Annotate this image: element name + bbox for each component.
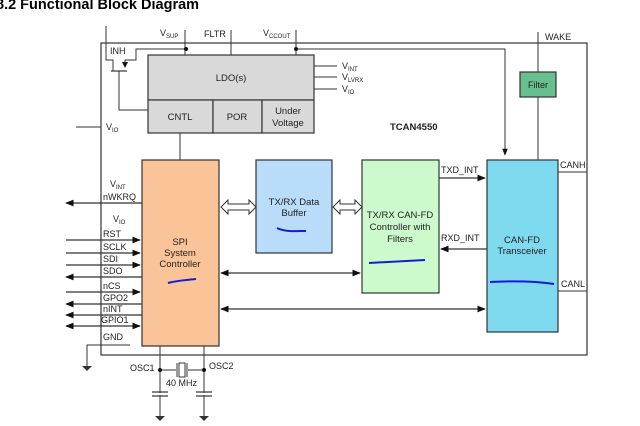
por-label: POR bbox=[227, 112, 248, 123]
spi-label-1: SPI bbox=[172, 237, 187, 248]
transceiver-label-2: Transceiver bbox=[497, 246, 546, 257]
buffer-label-2: Buffer bbox=[281, 208, 306, 219]
txd-int-label: TXD_INT bbox=[441, 165, 479, 175]
spi-controller-block bbox=[141, 159, 220, 347]
wake-pin-label: WAKE bbox=[545, 32, 571, 42]
osc1-junction-dot bbox=[158, 368, 162, 372]
osc2-capacitor-icon bbox=[196, 391, 212, 397]
under-voltage-label-2: Voltage bbox=[272, 118, 304, 129]
rxd-int-label: RXD_INT bbox=[441, 233, 480, 243]
handwritten-underline-spi bbox=[167, 278, 197, 284]
gpo2-pin-label: GPO2 bbox=[103, 293, 128, 303]
vccout-pin-label: VCCOUT bbox=[263, 28, 291, 40]
osc2-label: OSC2 bbox=[209, 361, 234, 371]
vccout-junction-dot bbox=[294, 47, 298, 51]
gnd-pin-label: GND bbox=[103, 332, 124, 342]
spi-label-2: System bbox=[164, 248, 196, 259]
under-voltage-label-1: Under bbox=[275, 106, 301, 117]
cntl-label: CNTL bbox=[168, 112, 193, 123]
crystal-icon bbox=[176, 362, 188, 378]
osc1-ground-icon bbox=[155, 416, 165, 421]
controller-label-3: Filters bbox=[387, 234, 413, 245]
inh-label: INH bbox=[110, 46, 126, 56]
vccout-rail bbox=[296, 48, 508, 156]
crystal-frequency-label: 40 MHz bbox=[166, 378, 198, 388]
transceiver-label-1: CAN-FD bbox=[504, 235, 540, 246]
fltr-pin-label: FLTR bbox=[204, 29, 226, 39]
cntl-block bbox=[147, 99, 214, 134]
can-fd-controller-block bbox=[361, 159, 440, 294]
vio-output-label: VIO bbox=[342, 84, 355, 96]
inh-transistor-arrow bbox=[122, 62, 128, 68]
ldo-label: LDO(s) bbox=[216, 73, 247, 84]
spi-label-3: Controller bbox=[159, 259, 200, 270]
chip-name: TCAN4550 bbox=[390, 122, 438, 133]
inh-control-wire bbox=[118, 71, 148, 111]
controller-label-1: TX/RX CAN-FD bbox=[367, 210, 434, 221]
section-title: 8.2 Functional Block Diagram bbox=[0, 0, 200, 13]
ldo-block bbox=[147, 54, 315, 101]
handwritten-underline-buffer bbox=[276, 227, 307, 233]
vsup-rail bbox=[124, 48, 185, 64]
can-fd-transceiver-block bbox=[486, 159, 559, 333]
buffer-label-1: TX/RX Data bbox=[269, 197, 320, 208]
spi-vio-rail-label: VIO bbox=[113, 214, 126, 226]
ground-symbol-icon bbox=[82, 366, 92, 371]
osc1-capacitor-icon bbox=[152, 391, 168, 397]
nint-pin-label: nINT bbox=[103, 304, 123, 314]
buffer-controller-bus-arrow bbox=[332, 198, 363, 216]
spi-vint-rail-label: VINT bbox=[110, 179, 126, 191]
handwritten-underline-controller bbox=[368, 259, 426, 264]
sclk-pin-label: SCLK bbox=[103, 242, 127, 252]
gnd-wire bbox=[86, 344, 130, 366]
nwkrq-pin-label: nWKRQ bbox=[103, 192, 136, 202]
gpio1-pin-label: GPIO1 bbox=[101, 315, 129, 325]
chip-boundary bbox=[100, 42, 588, 356]
vsup-pin-label: VSUP bbox=[160, 28, 178, 40]
ncs-pin-label: nCS bbox=[103, 281, 121, 291]
rst-pin-label: RST bbox=[103, 229, 122, 239]
spi-buffer-bus-arrow bbox=[220, 198, 257, 216]
vsup-junction-dot bbox=[184, 47, 188, 51]
sdi-pin-label: SDI bbox=[103, 254, 118, 264]
canl-label: CANL bbox=[561, 279, 585, 289]
controller-label-2: Controller with bbox=[370, 222, 431, 233]
osc2-ground-icon bbox=[199, 416, 209, 421]
under-voltage-block bbox=[261, 99, 315, 134]
vint-output-label: VINT bbox=[342, 61, 358, 73]
filter-label: Filter bbox=[528, 80, 548, 90]
canh-label: CANH bbox=[560, 160, 586, 170]
osc2-junction-dot bbox=[202, 368, 206, 372]
wake-filter-block bbox=[519, 71, 557, 98]
handwritten-underline-transceiver bbox=[489, 280, 555, 285]
inh-transistor bbox=[105, 43, 114, 71]
osc1-label: OSC1 bbox=[130, 363, 155, 373]
sdo-pin-label: SDO bbox=[103, 266, 123, 276]
vlvrx-output-label: VLVRX bbox=[342, 72, 363, 84]
vio-pin-label: VIO bbox=[106, 122, 119, 134]
